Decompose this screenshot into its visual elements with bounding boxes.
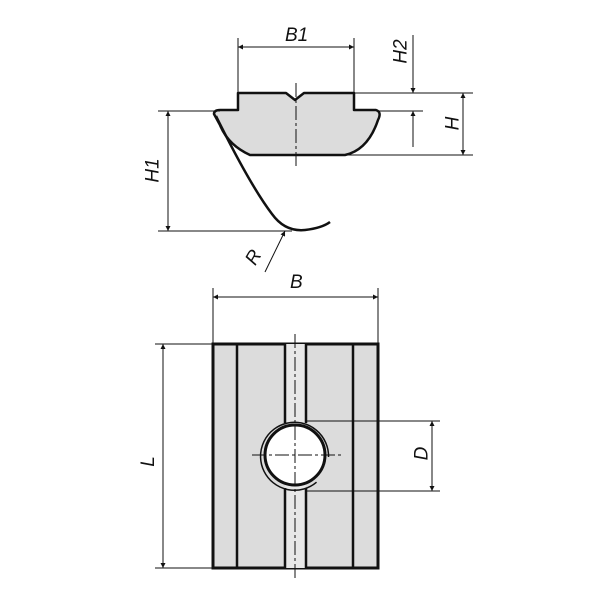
nut-profile [212, 91, 381, 157]
groove-lines [235, 344, 355, 568]
dim-label-d: D [411, 446, 433, 461]
dimension-lines-2 [160, 294, 435, 568]
side-view [158, 35, 473, 273]
dim-label-h2: H2 [390, 39, 412, 64]
top-view [155, 288, 440, 580]
dim-label-b1: B1 [285, 25, 309, 46]
spring-ball [214, 115, 331, 232]
dim-label-l: L [137, 456, 159, 467]
thread-arc [259, 421, 330, 492]
dim-label-h: H [442, 116, 464, 131]
dim-label-h1: H1 [142, 158, 164, 183]
dimension-lines [165, 35, 466, 273]
center-lines [252, 334, 342, 580]
dim-label-b: B [290, 272, 303, 293]
